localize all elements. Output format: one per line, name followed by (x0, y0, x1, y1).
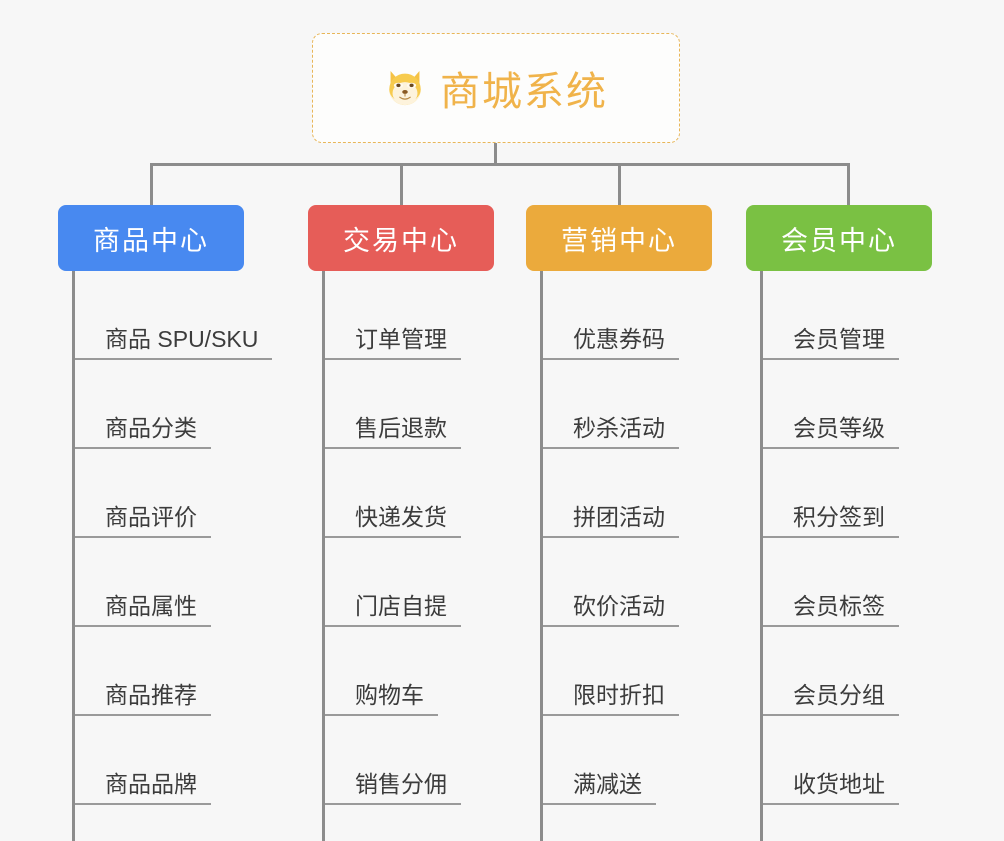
leaf-label: 会员标签 (763, 593, 899, 627)
root-node[interactable]: 商城系统 (312, 33, 680, 143)
leaf-label: 商品 SPU/SKU (75, 326, 273, 360)
list-item[interactable]: 商品推荐 (75, 627, 244, 716)
list-item[interactable]: 购物车 (325, 627, 494, 716)
column-trade-center: 交易中心 订单管理 售后退款 快递发货 门店自提 购物车 销售分佣 (308, 205, 494, 841)
connector-drop-1 (150, 163, 153, 205)
connector-root-stem (494, 143, 497, 165)
category-header-product-center[interactable]: 商品中心 (58, 205, 244, 271)
leaf-label: 售后退款 (325, 415, 461, 449)
leaf-label: 秒杀活动 (543, 415, 679, 449)
leaf-label: 商品分类 (75, 415, 211, 449)
leaf-label: 门店自提 (325, 593, 461, 627)
list-item[interactable]: 门店自提 (325, 538, 494, 627)
category-label: 会员中心 (781, 225, 897, 256)
column-member-center: 会员中心 会员管理 会员等级 积分签到 会员标签 会员分组 收货地址 (746, 205, 932, 841)
category-header-member-center[interactable]: 会员中心 (746, 205, 932, 271)
list-item[interactable]: 商品评价 (75, 449, 244, 538)
connector-drop-2 (400, 163, 403, 205)
leaf-label: 满减送 (543, 771, 656, 805)
category-label: 交易中心 (343, 225, 459, 256)
list-item[interactable]: 商品品牌 (75, 716, 244, 805)
root-title: 商城系统 (440, 70, 608, 114)
list-item[interactable]: 商品 SPU/SKU (75, 271, 273, 360)
list-item[interactable]: 会员标签 (763, 538, 932, 627)
list-item[interactable]: 秒杀活动 (543, 360, 712, 449)
list-item[interactable]: 商品分类 (75, 360, 244, 449)
leaf-label: 限时折扣 (543, 682, 679, 716)
leaf-list-marketing-center: 优惠券码 秒杀活动 拼团活动 砍价活动 限时折扣 满减送 (540, 271, 712, 841)
category-header-marketing-center[interactable]: 营销中心 (526, 205, 712, 271)
leaf-list-trade-center: 订单管理 售后退款 快递发货 门店自提 购物车 销售分佣 (322, 271, 494, 841)
leaf-label: 商品推荐 (75, 682, 211, 716)
connector-drop-4 (847, 163, 850, 205)
leaf-label: 会员管理 (763, 326, 899, 360)
leaf-label: 优惠券码 (543, 326, 679, 360)
leaf-label: 订单管理 (325, 326, 461, 360)
leaf-label: 销售分佣 (325, 771, 461, 805)
connector-drop-3 (618, 163, 621, 205)
leaf-label: 商品评价 (75, 504, 211, 538)
list-item[interactable]: 砍价活动 (543, 538, 712, 627)
list-item[interactable]: 售后退款 (325, 360, 494, 449)
leaf-list-product-center: 商品 SPU/SKU 商品分类 商品评价 商品属性 商品推荐 商品品牌 (72, 271, 273, 841)
leaf-label: 快递发货 (325, 504, 461, 538)
category-header-trade-center[interactable]: 交易中心 (308, 205, 494, 271)
leaf-list-member-center: 会员管理 会员等级 积分签到 会员标签 会员分组 收货地址 (760, 271, 932, 841)
list-item[interactable]: 拼团活动 (543, 449, 712, 538)
list-item[interactable]: 销售分佣 (325, 716, 494, 805)
list-item[interactable]: 会员管理 (763, 271, 932, 360)
leaf-label: 砍价活动 (543, 593, 679, 627)
leaf-label: 购物车 (325, 682, 438, 716)
leaf-label: 会员分组 (763, 682, 899, 716)
category-label: 营销中心 (561, 225, 677, 256)
leaf-label: 拼团活动 (543, 504, 679, 538)
list-item[interactable]: 快递发货 (325, 449, 494, 538)
leaf-label: 商品品牌 (75, 771, 211, 805)
category-label: 商品中心 (93, 225, 209, 256)
list-item[interactable]: 优惠券码 (543, 271, 712, 360)
leaf-label: 积分签到 (763, 504, 899, 538)
list-item[interactable]: 收货地址 (763, 716, 932, 805)
list-item[interactable]: 订单管理 (325, 271, 494, 360)
connector-horizontal-bus (150, 163, 850, 166)
column-marketing-center: 营销中心 优惠券码 秒杀活动 拼团活动 砍价活动 限时折扣 满减送 (526, 205, 712, 841)
list-item[interactable]: 商品属性 (75, 538, 244, 627)
list-item[interactable]: 积分签到 (763, 449, 932, 538)
list-item[interactable]: 限时折扣 (543, 627, 712, 716)
dog-face-icon (384, 67, 426, 109)
list-item[interactable]: 满减送 (543, 716, 712, 805)
leaf-label: 收货地址 (763, 771, 899, 805)
leaf-label: 商品属性 (75, 593, 211, 627)
list-item[interactable]: 会员分组 (763, 627, 932, 716)
leaf-label: 会员等级 (763, 415, 899, 449)
list-item[interactable]: 会员等级 (763, 360, 932, 449)
column-product-center: 商品中心 商品 SPU/SKU 商品分类 商品评价 商品属性 商品推荐 商品品牌 (58, 205, 273, 841)
